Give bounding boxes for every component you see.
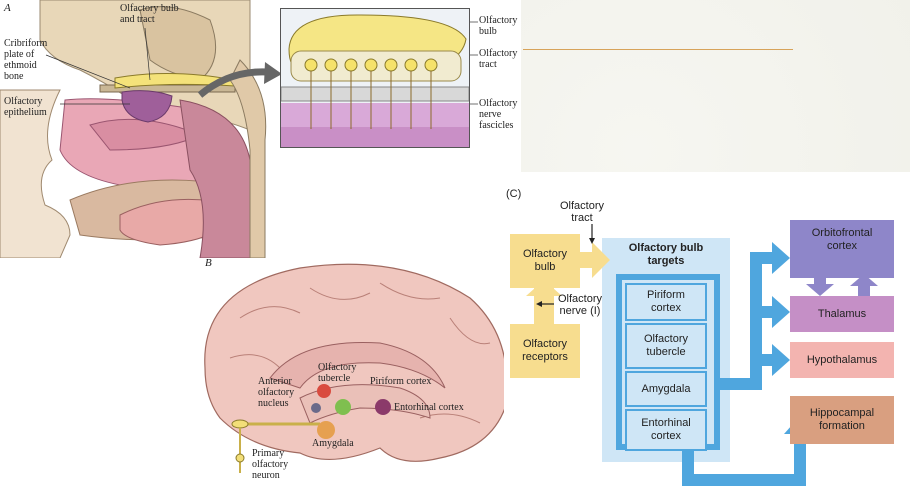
label-tubercle: Olfactory tubercle [318, 362, 357, 384]
bulb-box [510, 234, 580, 288]
olfactory-bulb-inset [280, 8, 470, 148]
node-orbitofrontal-cortex: Orbitofrontal cortex [811, 227, 873, 252]
targets-title: Olfactory bulb targets [628, 242, 704, 267]
node-hippocampal-formation: Hippocampal formation [809, 407, 875, 432]
hypothalamus-box [790, 342, 894, 378]
title-rule [523, 49, 793, 50]
inset-illustration [280, 9, 470, 147]
node-amygdala: Amygdala [641, 382, 691, 395]
panel-a-nasal-anatomy: A Olfactory bulb and tract Cribriform pl… [0, 0, 521, 258]
node-olfactory-tubercle: Olfactory tubercle [643, 333, 688, 358]
node-olfactory-receptors: Olfactory receptors [522, 338, 568, 363]
label-anterior: Anterior olfactory nucleus [258, 376, 295, 409]
label-epithelium: Olfactory epithelium [4, 96, 47, 118]
thalamus-box [790, 296, 894, 332]
label-bulb-tract: Olfactory bulb and tract [120, 3, 179, 25]
receptors-box [510, 324, 580, 378]
label-olfactory-tract: Olfactory tract [560, 200, 605, 224]
label-piriform: Piriform cortex [370, 376, 432, 387]
node-piriform-cortex: Piriform cortex [647, 289, 685, 314]
inset-label-nerve: Olfactory nerve fascicles [479, 98, 518, 131]
label-cribriform: Cribriform plate of ethmoid bone [4, 38, 48, 82]
flowchart-graphics [510, 220, 894, 486]
panel-c-flowchart: (C) Olfactory tract Olfactory nerve (I) … [504, 172, 910, 502]
panel-c-letter: (C) [506, 188, 522, 200]
nasal-cavity-illustration [0, 0, 478, 258]
label-entorhinal: Entorhinal cortex [394, 402, 464, 413]
node-hypothalamus: Hypothalamus [806, 353, 878, 366]
label-primary-neuron: Primary olfactory neuron [252, 448, 289, 481]
label-olfactory-nerve: Olfactory nerve (I) [558, 293, 603, 317]
node-entorhinal-cortex: Entorhinal cortex [641, 417, 691, 442]
panel-b-letter: B [205, 258, 212, 269]
panel-a-letter: A [4, 2, 11, 14]
panel-b-brain: B Olfactory tubercle Piriform cortex Ent… [0, 258, 520, 502]
node-olfactory-bulb: Olfactory bulb [522, 248, 567, 273]
inset-label-bulb: Olfactory bulb [479, 15, 518, 37]
brain-illustration [204, 263, 508, 473]
label-amygdala: Amygdala [312, 438, 354, 449]
hippocampal-box [790, 396, 894, 444]
inset-label-tract: Olfactory tract [479, 48, 518, 70]
node-thalamus: Thalamus [817, 307, 867, 320]
orbitofrontal-box [790, 220, 894, 278]
